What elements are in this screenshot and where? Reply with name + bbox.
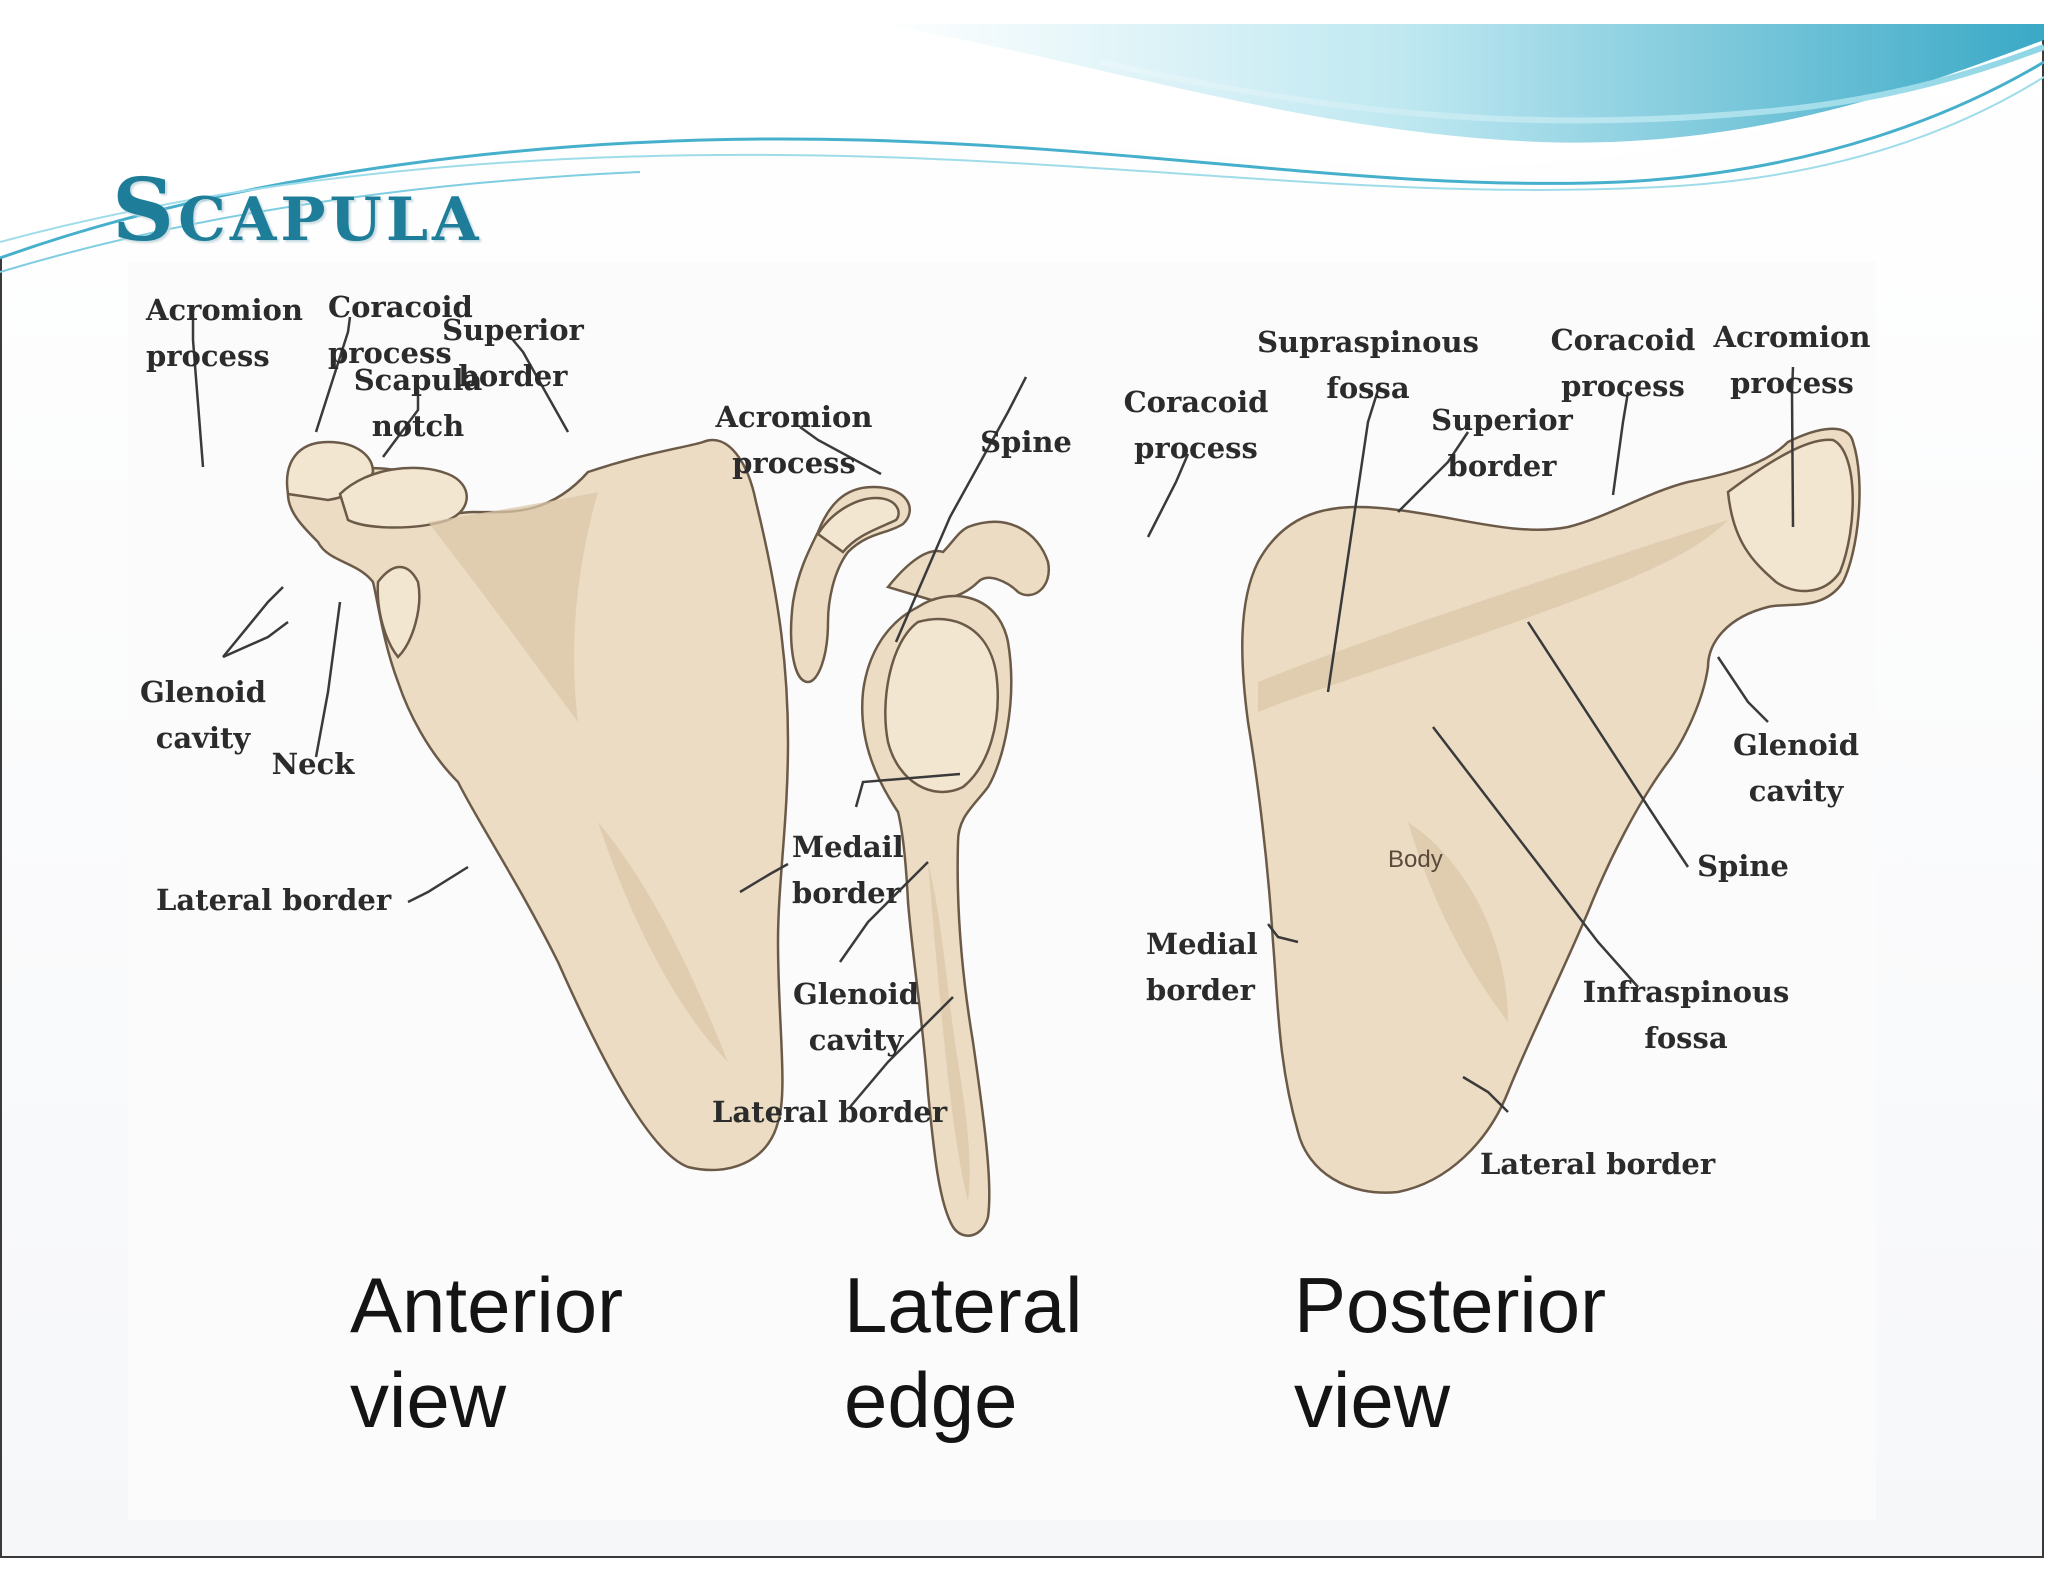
anterior-leaders — [191, 316, 789, 904]
posterior-scapula-bone — [1241, 427, 1861, 1194]
posterior-leaders — [1267, 366, 1795, 1113]
lateral-leaders — [799, 376, 1190, 1108]
caption-lateral-line2: edge — [844, 1356, 1018, 1444]
caption-anterior-line2: view — [350, 1356, 507, 1444]
label-anterior-lateral-border: Lateral border — [156, 883, 392, 917]
label-posterior-body: Body — [1388, 846, 1443, 873]
label-lateral-spine: Spine — [980, 425, 1072, 459]
label-posterior-spine: Spine — [1697, 849, 1789, 883]
caption-lateral-line1: Lateral — [844, 1261, 1083, 1349]
anterior-scapula-bone — [285, 438, 790, 1172]
label-anterior-neck: Neck — [272, 747, 356, 781]
label-lateral-lateral-border: Lateral border — [712, 1095, 948, 1129]
label-posterior-lateral-border: Lateral border — [1480, 1147, 1716, 1181]
lateral-scapula-bone — [789, 485, 1051, 1237]
header-wave-decoration — [0, 22, 2044, 273]
caption-anterior-line1: Anterior — [350, 1261, 623, 1349]
caption-posterior-line1: Posterior — [1294, 1261, 1606, 1349]
caption-posterior-line2: view — [1294, 1356, 1451, 1444]
slide-title: Scapula — [112, 160, 483, 261]
